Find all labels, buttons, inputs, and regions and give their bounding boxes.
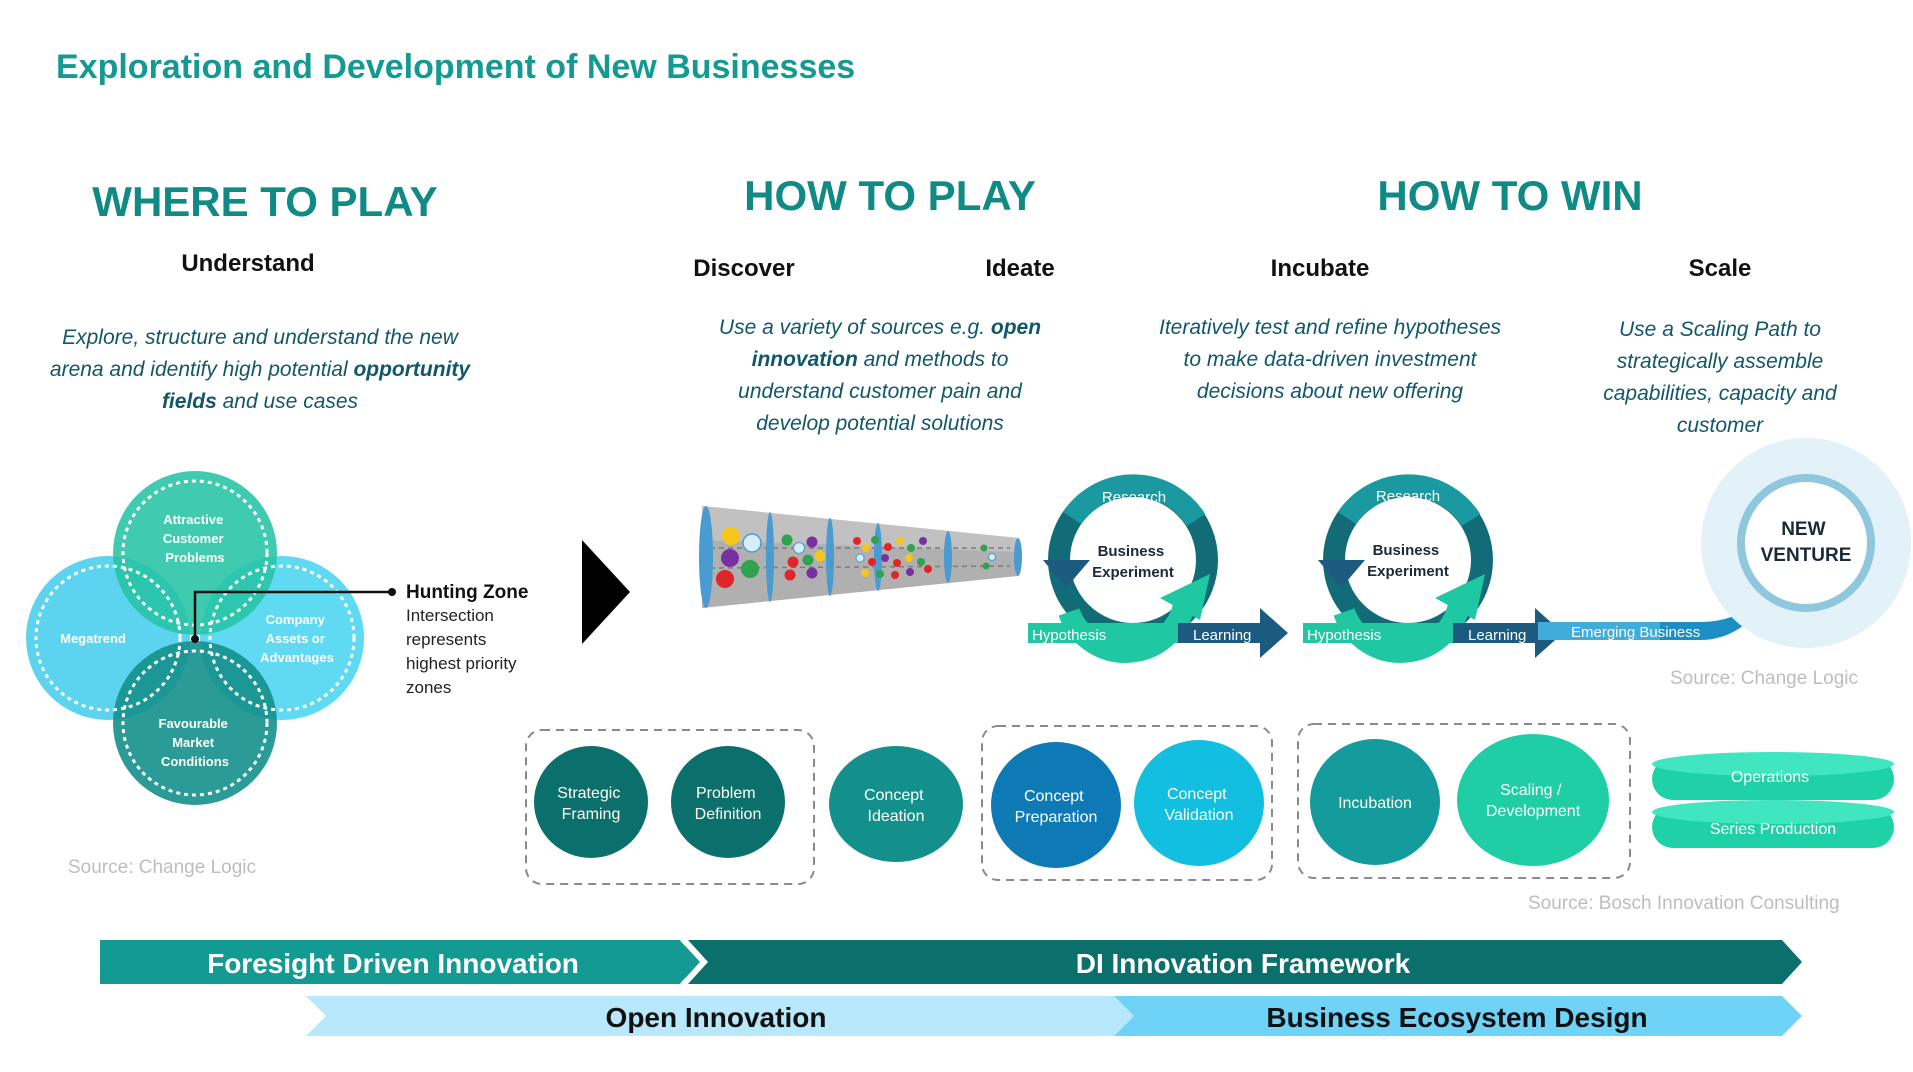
step-incubate: Incubate xyxy=(1270,255,1370,282)
stage-group-1 xyxy=(525,729,815,885)
venn-bottom-line2: Market xyxy=(172,735,215,750)
stage-incubation: Incubation xyxy=(1310,739,1440,865)
cycle-1-center-line2: Experiment xyxy=(1092,564,1174,581)
cycle-1-learning: Learning xyxy=(1193,627,1251,644)
hunting-zone-line1: Intersection xyxy=(406,606,494,625)
svg-text:DI Innovation Framework: DI Innovation Framework xyxy=(1076,948,1411,979)
new-venture-line2: VENTURE xyxy=(1761,545,1852,566)
venn-bottom-line1: Favourable xyxy=(159,716,228,731)
source-bosch: Source: Bosch Innovation Consulting xyxy=(1528,893,1840,914)
svg-text:Favourable Market: Favourable Market Conditions xyxy=(159,716,232,769)
new-venture: NEW VENTURE xyxy=(1701,438,1911,648)
stage-scaling-development: Scaling / Development xyxy=(1457,734,1609,866)
svg-text:Open Innovation: Open Innovation xyxy=(606,1002,827,1033)
band-open-innovation: Open Innovation xyxy=(306,996,1134,1036)
svg-text:NEW VENTURE: NEW VENTURE xyxy=(1761,519,1852,566)
svg-text:Incubation: Incubation xyxy=(1338,795,1412,812)
stage-strategic-framing: Strategic Framing xyxy=(534,746,648,858)
venn-bottom-line3: Conditions xyxy=(161,754,229,769)
venn-left-label: Megatrend xyxy=(60,631,126,646)
svg-text:Business Ecosystem Design: Business Ecosystem Design xyxy=(1266,1002,1647,1033)
stage-concept-ideation: Concept Ideation xyxy=(829,746,963,862)
svg-text:Company Assets or: Company Assets or Advantages xyxy=(260,612,334,665)
cycle-1-research: Research xyxy=(1102,489,1166,506)
svg-text:Series Production: Series Production xyxy=(1710,821,1836,838)
hunting-zone-line2: represents xyxy=(406,630,487,649)
svg-text:Problem Definition: Problem Definition xyxy=(695,785,762,823)
stage-problem-definition: Problem Definition xyxy=(671,746,785,858)
svg-text:Business Experiment: Business Experiment xyxy=(1092,543,1174,581)
cycle-2-center-line2: Experiment xyxy=(1367,563,1449,580)
step-discover: Discover xyxy=(693,255,795,282)
svg-text:Business Experiment: Business Experiment xyxy=(1367,542,1449,580)
step-understand: Understand xyxy=(181,250,315,277)
page-title: Exploration and Development of New Busin… xyxy=(56,48,856,86)
stage-group-2 xyxy=(981,725,1273,881)
svg-text:Concept Preparation: Concept Preparation xyxy=(1015,788,1098,826)
stage-concept-validation: Concept Validation xyxy=(1134,740,1264,866)
cycle-2-research: Research xyxy=(1376,488,1440,505)
new-venture-line1: NEW xyxy=(1781,519,1825,540)
venn-circle-top xyxy=(113,471,277,635)
band-business-ecosystem-design: Business Ecosystem Design xyxy=(1114,996,1802,1036)
svg-text:Scaling / Development: Scaling / Development xyxy=(1486,782,1581,820)
discover-description: Use a variety of sources e.g. open innov… xyxy=(718,316,1042,435)
cycle-2-center-line1: Business xyxy=(1373,542,1440,559)
hunting-zone-line3: highest priority xyxy=(406,654,517,673)
venn-right-line1: Company xyxy=(266,612,326,627)
svg-text:Concept Ideation: Concept Ideation xyxy=(864,787,928,825)
flow-arrow-triangle xyxy=(582,540,630,644)
hunting-zone-title: Hunting Zone xyxy=(406,582,529,603)
venn-circle-bottom xyxy=(113,641,277,805)
source-venn: Source: Change Logic xyxy=(68,857,257,878)
scale-description: Use a Scaling Path to strategically asse… xyxy=(1603,318,1837,437)
cycle-2-hypothesis: Hypothesis xyxy=(1307,627,1381,644)
svg-text:Attractive Customer: Attractive Customer Problems xyxy=(163,512,227,565)
series-production-disc: Series Production xyxy=(1652,800,1894,848)
cycle-1-hypothesis: Hypothesis xyxy=(1032,627,1106,644)
step-scale: Scale xyxy=(1688,255,1752,282)
band-di-innovation-framework: DI Innovation Framework xyxy=(680,938,1802,986)
step-ideate: Ideate xyxy=(985,255,1055,282)
hunting-zone-pointer xyxy=(193,590,392,639)
venn-right-line2: Assets or xyxy=(266,631,325,646)
svg-text:Concept Validation: Concept Validation xyxy=(1164,786,1233,824)
venn-top-line2: Customer xyxy=(163,531,224,546)
cycle-1-center-line1: Business xyxy=(1098,543,1165,560)
emerging-business-arrow: Emerging Business xyxy=(1538,580,1776,641)
cycle-2-learning: Learning xyxy=(1468,627,1526,644)
ideation-funnel xyxy=(699,506,1022,608)
hunting-zone-line4: zones xyxy=(406,678,452,697)
phase-how-to-play: HOW TO PLAY xyxy=(744,172,1036,219)
hunting-zone-callout: Hunting Zone Intersection represents hig… xyxy=(406,582,556,700)
venn-diagram: Attractive Customer Problems Megatrend C… xyxy=(26,471,396,805)
band-foresight-driven-innovation: Foresight Driven Innovation xyxy=(100,940,700,984)
svg-text:Operations: Operations xyxy=(1731,769,1809,786)
phase-how-to-win: HOW TO WIN xyxy=(1377,172,1643,219)
stage-concept-preparation: Concept Preparation xyxy=(991,742,1121,868)
understand-description: Explore, structure and understand the ne… xyxy=(49,326,471,413)
phase-where-to-play: WHERE TO PLAY xyxy=(92,178,438,225)
svg-text:Foresight Driven Innovation: Foresight Driven Innovation xyxy=(207,948,579,979)
stage-group-3 xyxy=(1297,723,1631,879)
business-experiment-cycle-1: Research Business Experiment Hypothesis … xyxy=(1028,474,1288,663)
operations-disc: Operations xyxy=(1652,752,1894,800)
emerging-business-label: Emerging Business xyxy=(1571,624,1700,641)
venn-right-line3: Advantages xyxy=(260,650,334,665)
venn-top-line3: Problems xyxy=(165,550,224,565)
venn-top-line1: Attractive xyxy=(163,512,223,527)
incubate-description: Iteratively test and refine hypotheses t… xyxy=(1158,316,1502,403)
svg-text:Strategic Framing: Strategic Framing xyxy=(557,785,625,823)
source-venture: Source: Change Logic xyxy=(1670,668,1859,689)
business-experiment-cycle-2: Research Business Experiment Hypothesis … xyxy=(1303,474,1563,663)
